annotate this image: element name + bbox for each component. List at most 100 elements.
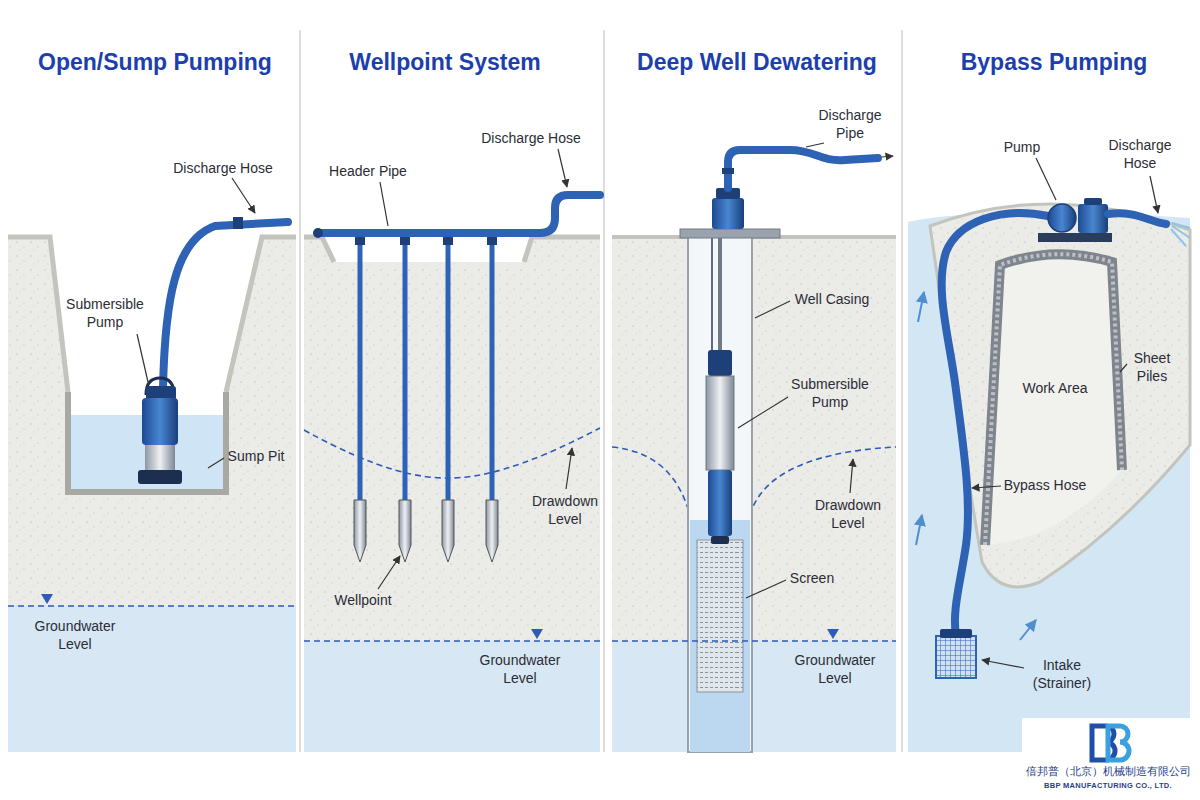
part-label: Discharge Hose [1100,137,1180,172]
bypass-hose [942,213,1048,636]
riser-pipe [446,236,451,500]
sump-pit [68,392,226,492]
water-level-symbol [41,594,53,604]
panel-title: Deep Well Dewatering [612,48,902,77]
well-casing [688,237,752,752]
groundwater-zone [8,606,296,752]
soil [8,237,296,606]
work-area-floor [985,254,1122,545]
pump-skid [1038,233,1112,242]
discharge-hose [163,222,288,388]
trench-rim [524,237,600,262]
logo-mark [1092,726,1115,760]
leader-line [380,182,388,226]
level-label: Groundwater Level [473,652,568,687]
part-label: Screen [777,570,847,588]
flow-arrow [1020,620,1036,640]
panel-title: Wellpoint System [305,48,585,77]
riser-pipe [358,236,363,500]
leader-line [982,660,1024,668]
riser-coupling [443,236,453,245]
power-cable [711,238,713,350]
discharge-pipe [728,150,878,188]
groundwater-line [304,640,600,642]
water-level-symbol [827,629,839,639]
header-pipe [318,195,600,233]
soil [304,237,600,641]
leader-line [972,486,1001,488]
groundwater-zone [304,641,600,752]
pump-housing [145,445,175,470]
intake-strainer [936,636,976,678]
wellpoint-tip [354,500,366,562]
pump-motor [142,398,178,445]
spray-jet [1171,229,1186,246]
motor-end [711,536,729,544]
well-head-motor [712,198,744,229]
flow-arrow [918,292,924,322]
level-label: Groundwater Level [788,652,883,687]
part-label: Pump [992,139,1052,157]
logo-mark [1108,726,1129,760]
company-name: 倍邦普（北京）机械制造有限公司 [1020,765,1196,778]
pump-cap [146,386,176,400]
water-level-symbol [531,629,543,639]
trench-rim [304,237,334,262]
leader-line [850,459,853,493]
leader-line [558,149,567,187]
level-label: Groundwater Level [28,618,123,653]
trench-rim [8,237,68,392]
part-label: Wellpoint [318,592,408,610]
riser-coupling [487,236,497,245]
part-label: Submersible Pump [60,296,150,331]
drawdown-curve [304,428,600,478]
riser-pipe [490,236,495,500]
sheet-pile-corrugation [985,254,1122,545]
riser-coupling [400,236,410,245]
wellpoint-tip [486,500,498,562]
wellpoints [354,236,498,562]
pump-body [706,376,734,470]
riser-coupling [355,236,365,245]
level-label: Drawdown Level [808,497,888,532]
part-label: Discharge Hose [466,130,596,148]
part-label: Header Pipe [313,163,423,181]
part-label: Well Casing [782,291,882,309]
company-name: BBP MANUFACTURING CO., LTD. [1020,781,1196,790]
wellpoint-tip [442,500,454,562]
part-label: Discharge Pipe [810,107,890,142]
discharge-spray [1171,223,1190,246]
riser-column [718,238,722,350]
area-label: Work Area [1005,380,1105,398]
well-water [690,520,750,752]
leader-line [1036,158,1056,200]
pump-motor [708,470,732,536]
panel-divider [901,30,903,752]
part-label: Discharge Hose [158,160,288,178]
wellpoint-tip [399,500,411,562]
leader-line [738,397,788,428]
panel-title: Open/Sump Pumping [15,48,295,77]
leader-line [137,334,148,382]
groundwater-line [612,640,896,642]
flow-arrow [882,156,893,157]
header-end-cap [313,228,323,238]
leader-line [378,556,400,589]
leader-line [232,178,255,213]
panel-divider [299,30,301,752]
pipe-flange [722,168,734,174]
leader-line [806,143,824,147]
pump-head [708,350,732,376]
level-label: Drawdown Level [525,493,605,528]
hose-coupling [233,217,243,229]
groundwater-line [8,605,296,607]
drawdown-curve [612,447,690,515]
leader-line [746,580,786,598]
leader-line [566,448,572,489]
riser-pipe [403,236,408,500]
discharge-hose [1108,213,1166,224]
leader-line [1150,176,1158,213]
